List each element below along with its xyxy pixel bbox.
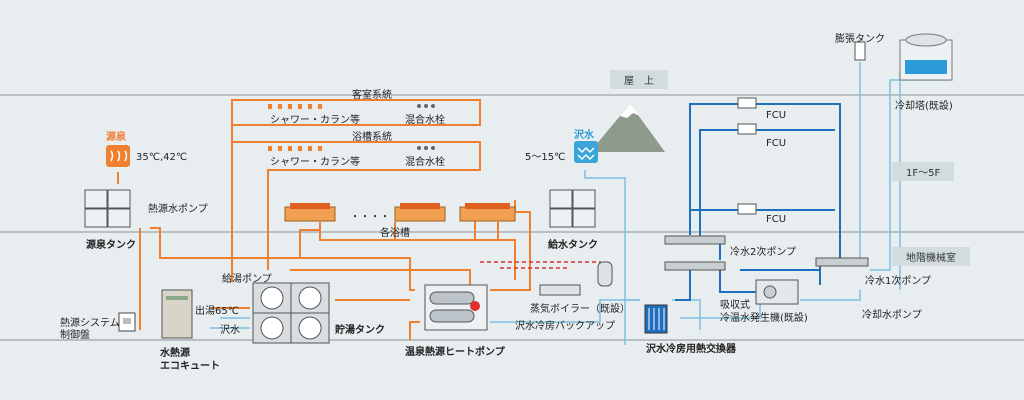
water-heat-source-label-1: 水熱源: [160, 348, 190, 359]
expansion-tank-label: 膨張タンク: [835, 34, 885, 45]
absorption-label-2: 冷温水発生機(既設): [720, 313, 808, 324]
guest-room-system-label: 客室系統: [352, 90, 392, 101]
hot-spring-title: 源泉: [106, 132, 126, 143]
stream-cooling-backup-label: 沢水冷房バックアップ: [515, 321, 615, 332]
storage-tank-label: 貯湯タンク: [335, 325, 385, 336]
bath-system-label: 浴槽系統: [352, 132, 392, 143]
rooftop-tag: 屋 上: [610, 70, 668, 89]
hot-spring-tank-shape: [84, 189, 131, 228]
steam-pipe: [480, 261, 601, 280]
bath-shapes: [284, 203, 516, 222]
baths-label: 各浴槽: [380, 228, 410, 239]
stream-title: 沢水: [574, 130, 594, 141]
control-panel-label-1: 熱源システム: [60, 318, 120, 329]
cooling-tower-label: 冷却塔(既設): [895, 101, 953, 112]
chilled-secondary-header-bottom: [664, 261, 726, 271]
hot-spring-temp: 35℃,42℃: [136, 152, 188, 163]
stream-water-short-label: 沢水: [220, 325, 240, 336]
shower-faucet-label-1: シャワー・カラン等: [270, 115, 360, 126]
basement-tag: 地階機械室: [892, 247, 970, 266]
floors-tag: 1F～5F: [892, 162, 955, 181]
mixing-valve-label-2: 混合水栓: [405, 157, 445, 168]
control-panel-label-2: 制御盤: [60, 330, 90, 341]
heat-exchanger-label: 沢水冷房用熱交換器: [646, 344, 736, 355]
light-water-pipes: [210, 62, 950, 345]
storage-tank-shape: [252, 282, 330, 344]
heat-exchanger-shape: [644, 304, 668, 334]
hot-spring-icon: [106, 145, 130, 167]
water-supply-tank-label: 給水タンク: [548, 240, 598, 251]
fcu-unit-2: [737, 123, 757, 135]
outlet-temp-label: 出湯65℃: [195, 306, 239, 317]
mountain: [590, 104, 665, 152]
water-supply-tank-shape: [549, 189, 596, 228]
chilled-primary-header: [815, 257, 869, 267]
heat-source-pump-label: 熱源水ポンプ: [148, 204, 208, 215]
fixture-markers: [268, 104, 322, 151]
hot-spring-tank-label: 源泉タンク: [86, 240, 136, 251]
absorption-chiller-shape: [755, 279, 799, 305]
shower-faucet-label-2: シャワー・カラン等: [270, 157, 360, 168]
cooling-tower-shape: [899, 33, 953, 81]
hot-water-pump-label: 給湯ポンプ: [222, 274, 272, 285]
fcu-label-2: FCU: [766, 138, 787, 149]
expansion-tank-shape: [854, 41, 866, 61]
chilled-secondary-pump-label: 冷水2次ポンプ: [730, 247, 797, 258]
chilled-water-pipes: [675, 103, 841, 301]
steam-boiler-shape: [597, 261, 613, 287]
chilled-primary-pump-label: 冷水1次ポンプ: [865, 276, 932, 287]
fcu-label-1: FCU: [766, 110, 787, 121]
stream-temp: 5～15℃: [525, 152, 566, 163]
cooling-water-pump-label: 冷却水ポンプ: [862, 310, 922, 321]
mixing-valve-markers: [417, 104, 435, 150]
heat-pump-label: 温泉熱源ヒートポンプ: [405, 347, 505, 358]
baths-ellipsis: ・・・・: [350, 212, 390, 223]
fcu-label-3: FCU: [766, 214, 787, 225]
absorption-label-1: 吸収式: [720, 300, 750, 311]
fcu-unit-1: [737, 97, 757, 109]
water-heat-source-label-2: エコキュート: [160, 361, 220, 372]
steam-boiler-label: 蒸気ボイラー（既設）: [530, 304, 630, 315]
mixing-valve-label-1: 混合水栓: [405, 115, 445, 126]
fcu-unit-3: [737, 203, 757, 215]
stream-water-icon: [574, 141, 598, 163]
chilled-secondary-header-top: [664, 235, 726, 245]
hot-water-pipes: [117, 99, 531, 340]
